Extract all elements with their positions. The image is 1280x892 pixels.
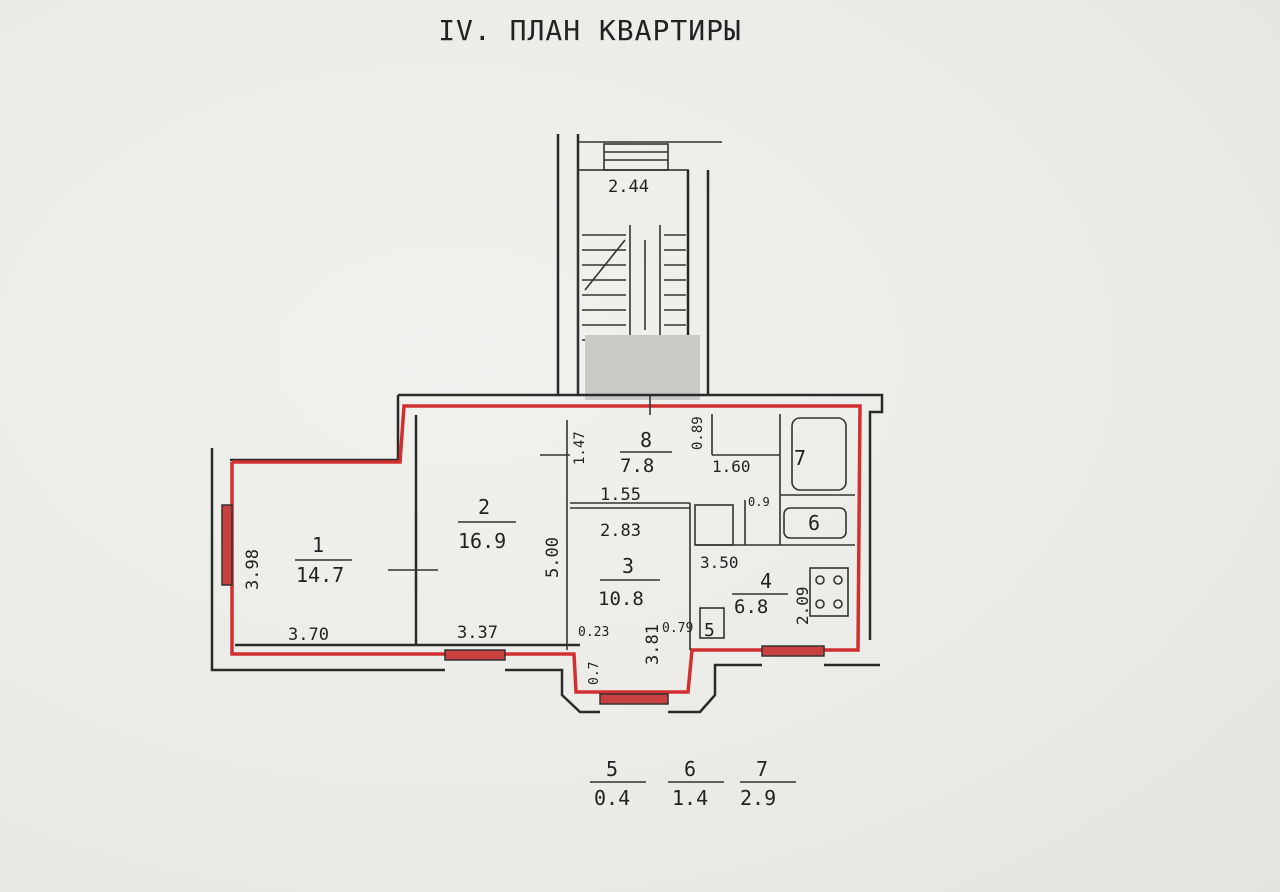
room-4: 3.50 4 6.8 2.09	[700, 553, 812, 625]
room-4-length: 2.09	[793, 586, 812, 625]
legend-7-area: 2.9	[740, 786, 776, 810]
legend-5-area: 0.4	[594, 786, 630, 810]
room-4-width: 3.50	[700, 553, 739, 572]
legend-6-number: 6	[684, 757, 696, 781]
small-rooms-legend: 5 0.4 6 1.4 7 2.9	[590, 757, 796, 810]
room-8-width: 1.55	[600, 485, 641, 505]
interior-walls	[388, 395, 855, 650]
room-4-area: 6.8	[734, 596, 768, 618]
room-2-length: 5.00	[543, 537, 563, 578]
room-2: 2 16.9 3.37 5.00	[457, 495, 563, 643]
room-3-number: 3	[622, 554, 634, 578]
room-3-width: 2.83	[600, 521, 641, 541]
room-7-number: 7	[794, 446, 806, 470]
dim-07: 0.7	[587, 662, 602, 685]
outer-walls	[210, 393, 884, 714]
dim-09: 0.9	[748, 495, 770, 509]
room-8: 8 7.8 1.55 1.47 0.89 1.60	[572, 416, 751, 505]
room-3-length: 3.81	[643, 624, 663, 665]
redacted-area	[585, 335, 700, 400]
legend-5-number: 5	[606, 757, 618, 781]
staircase: 2.44	[556, 134, 722, 400]
room-2-area: 16.9	[458, 529, 506, 553]
room-8-depth: 1.47	[572, 431, 588, 465]
dim-023: 0.23	[578, 625, 609, 640]
room-6-number: 6	[808, 511, 820, 535]
room-1-number: 1	[312, 533, 324, 557]
stair-width-label: 2.44	[608, 177, 649, 197]
room-5-number: 5	[704, 620, 715, 641]
dim-160: 1.60	[712, 457, 751, 476]
windows	[221, 504, 825, 705]
room-1-length: 3.98	[243, 549, 263, 590]
room-8-number: 8	[640, 428, 652, 452]
legend-7-number: 7	[756, 757, 768, 781]
small-rooms: 5 6 7 0.9	[704, 446, 820, 641]
dim-079: 0.79	[662, 621, 693, 636]
room-4-number: 4	[760, 569, 772, 593]
room-1-width: 3.70	[288, 625, 329, 645]
legend-6-area: 1.4	[672, 786, 708, 810]
room-2-number: 2	[478, 495, 490, 519]
dim-089: 0.89	[690, 416, 706, 450]
room-1: 1 14.7 3.70 3.98	[243, 533, 352, 645]
room-8-area: 7.8	[620, 455, 654, 477]
room-3-area: 10.8	[598, 588, 644, 610]
room-2-width: 3.37	[457, 623, 498, 643]
plan-title: IV. ПЛАН КВАРТИРЫ	[438, 14, 742, 47]
room-3: 3 10.8 2.83 3.81 0.23 0.7 0.79	[578, 521, 693, 685]
room-1-area: 14.7	[296, 563, 344, 587]
